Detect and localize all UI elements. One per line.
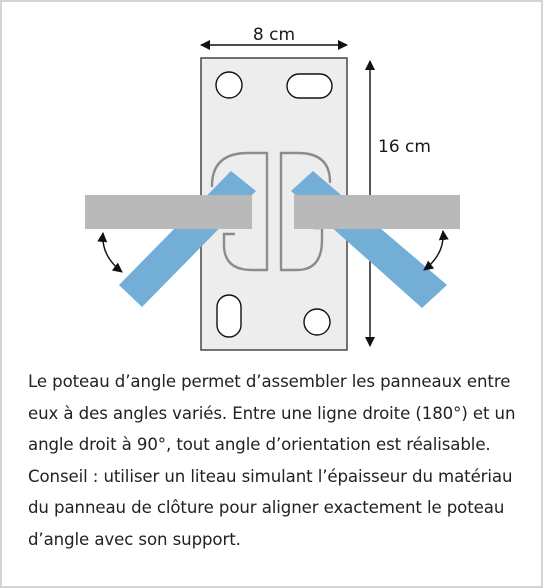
round-hole-bottom-right: [303, 308, 331, 336]
round-hole-top-left: [215, 71, 243, 99]
width-dimension: 8 cm: [200, 25, 348, 50]
height-label: 16 cm: [378, 137, 431, 157]
mounting-holes: [215, 71, 333, 338]
hinge-outline: [210, 151, 332, 272]
width-label: 8 cm: [253, 25, 295, 45]
rotation-arrows: [97, 230, 449, 273]
right-rotation-arrow: [423, 230, 449, 271]
right-straight-panel: [294, 195, 460, 229]
slot-hole-top-right: [286, 73, 333, 99]
corner-post-diagram: 8 cm 16 cm: [85, 25, 460, 351]
slot-hole-bottom-left: [216, 294, 242, 338]
straight-panels: [85, 195, 460, 229]
left-rotation-arrow: [97, 232, 123, 273]
description-text: Le poteau d’angle permet d’assembler les…: [28, 372, 516, 549]
left-straight-panel: [85, 195, 252, 229]
